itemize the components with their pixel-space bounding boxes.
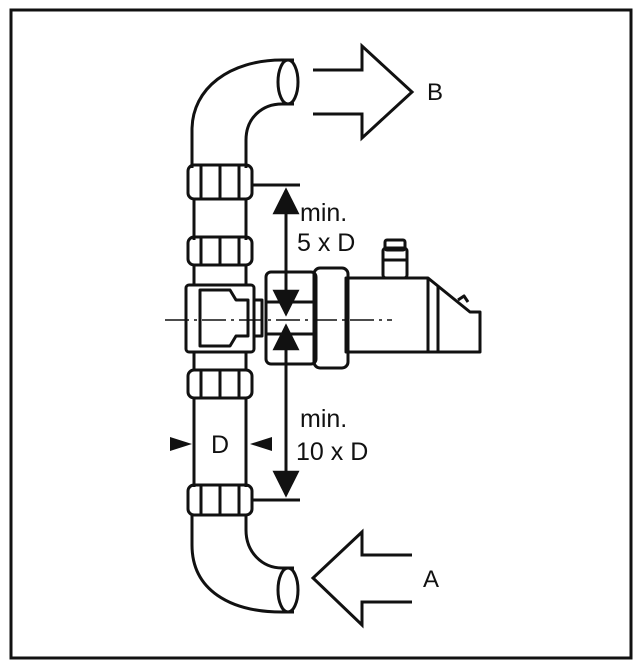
label-upstream-min: min. [300,199,347,227]
diagram-frame [9,8,633,660]
label-diameter: D [211,431,229,459]
label-outlet: B [427,79,443,106]
label-upstream-value: 5 x D [297,229,355,257]
upper-pipe-elbow [190,58,294,168]
coupling-4 [186,483,254,517]
outlet-flow-arrow [313,42,415,142]
tee-fitting [184,283,264,354]
sensor-housing [344,276,482,354]
lower-pipe-elbow [190,515,294,614]
vertical-pipe-segments [192,200,248,487]
diameter-arrow-left [170,437,192,451]
sensor-connector [381,238,409,280]
sensor-flange [312,266,350,370]
lower-pipe-opening [276,566,300,614]
label-downstream-value: 10 x D [296,438,368,466]
upper-pipe-opening [276,58,300,106]
label-inlet: A [423,566,439,593]
coupling-3 [186,368,254,400]
coupling-1 [186,163,254,201]
label-downstream-min: min. [300,405,347,433]
coupling-2 [186,235,254,267]
inlet-flow-arrow [310,528,412,629]
sensor-hex-nut [264,270,318,366]
diameter-arrow-right [250,437,272,451]
